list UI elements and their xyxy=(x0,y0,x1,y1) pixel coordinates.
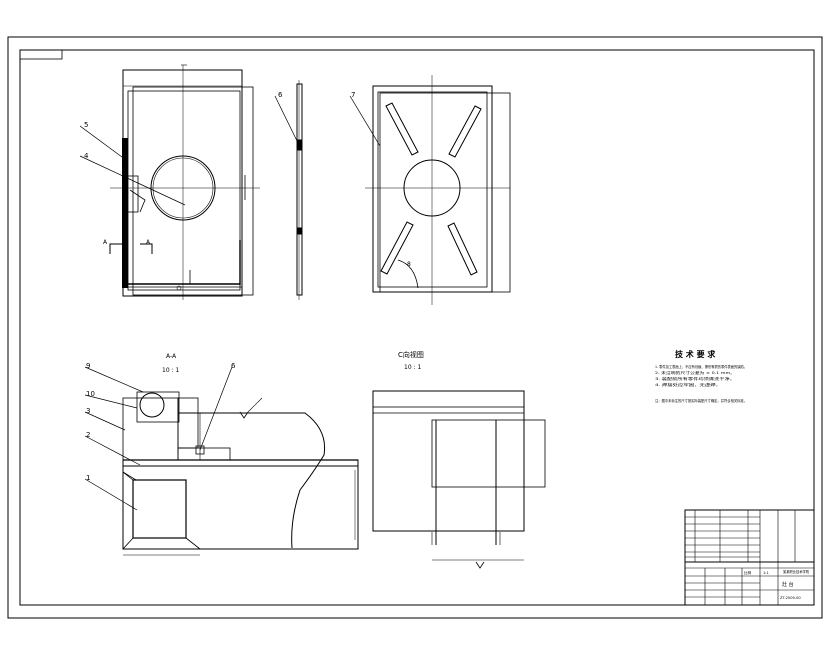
title-block-school: 某某职业技术学院 xyxy=(783,569,809,574)
title-block-scale-value: 1:1 xyxy=(763,571,769,575)
corner-box xyxy=(19,49,63,60)
top-view xyxy=(365,75,511,305)
sheet-border-outer xyxy=(7,36,823,619)
section-view xyxy=(122,391,359,556)
leader-lines xyxy=(79,95,381,511)
callout-1: 1 xyxy=(86,474,90,482)
front-view xyxy=(109,64,260,300)
title-block-drawing-no: ZT-2009-00 xyxy=(780,596,801,600)
callout-3: 3 xyxy=(86,407,90,415)
side-view xyxy=(296,80,303,300)
callout-4: 4 xyxy=(84,152,89,160)
tech-req-line-4: 4. 焊接处应牢固，无虚焊。 xyxy=(655,382,721,387)
title-block-scale-label: 比例 xyxy=(744,570,752,575)
tech-req-line-1: 1. 零件加工表面上，不应有划痕、擦伤等损伤零件表面的缺陷。 xyxy=(655,364,747,369)
callout-6-top: 6 xyxy=(278,91,283,99)
section-view-scale: 10 : 1 xyxy=(162,367,179,374)
c-view-scale: 10 : 1 xyxy=(404,364,421,371)
callout-7: 7 xyxy=(351,91,355,99)
sheet-border-inner xyxy=(19,49,815,606)
callout-8: 8 xyxy=(407,261,411,268)
section-view-label: A-A xyxy=(166,353,177,360)
tech-req-line-3: 3. 装配前所有零件均须清洗干净。 xyxy=(655,376,735,381)
tech-req-line-2: 2. 未注明的尺寸公差为 ± 0.1 mm。 xyxy=(655,370,735,375)
tech-req-title: 技 术 要 求 xyxy=(675,349,716,359)
title-block xyxy=(684,509,815,606)
tech-req-note: 注：图中未标注的尺寸按实际装配尺寸确定，并符合相关标准。 xyxy=(655,398,747,403)
callout-6-section: 6 xyxy=(231,362,236,370)
callout-10: 10 xyxy=(86,390,95,398)
c-view xyxy=(372,390,546,569)
callout-9: 9 xyxy=(86,362,90,370)
section-mark-left: A xyxy=(103,239,108,246)
callout-2: 2 xyxy=(86,431,90,439)
callout-5-top: 5 xyxy=(84,121,88,129)
section-mark-right: A xyxy=(146,239,151,246)
c-view-label: C向视图 xyxy=(398,350,424,359)
title-block-drawing-title: 灶 台 xyxy=(782,581,794,588)
